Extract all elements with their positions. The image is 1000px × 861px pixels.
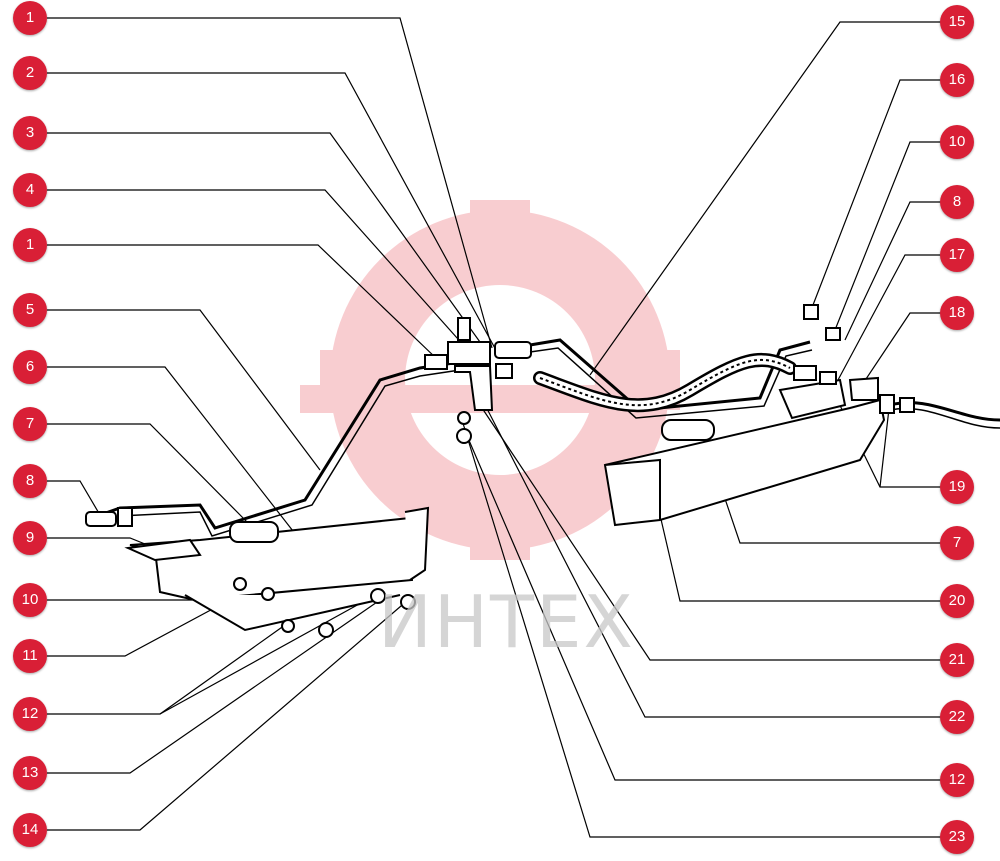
callout-left-5: 1 [13,228,47,262]
callout-right-7: 19 [940,470,974,504]
callout-left-3: 3 [13,116,47,150]
callout-right-8: 7 [940,526,974,560]
callout-left-2: 2 [13,56,47,90]
callout-left-6: 5 [13,293,47,327]
left-assembly [85,360,461,638]
callout-right-10: 21 [940,643,974,677]
callout-left-15: 14 [13,813,47,847]
center-fitting [424,317,532,444]
callout-left-10: 9 [13,521,47,555]
callout-left-13: 12 [13,697,47,731]
callout-left-8: 7 [13,407,47,441]
callout-right-3: 10 [940,125,974,159]
callout-right-9: 20 [940,584,974,618]
callout-right-11: 22 [940,700,974,734]
callout-left-14: 13 [13,756,47,790]
callout-left-1: 1 [13,1,47,35]
callout-left-9: 8 [13,464,47,498]
callout-right-5: 17 [940,238,974,272]
callout-right-1: 15 [940,5,974,39]
callout-left-12: 11 [13,639,47,673]
callout-right-2: 16 [940,63,974,97]
hoses [529,338,1000,429]
callout-left-7: 6 [13,350,47,384]
right-assembly [603,304,915,527]
callout-right-4: 8 [940,185,974,219]
callout-right-6: 18 [940,296,974,330]
callout-left-11: 10 [13,583,47,617]
callout-right-13: 23 [940,820,974,854]
callout-left-4: 4 [13,173,47,207]
callout-right-12: 12 [940,763,974,797]
watermark-text: ИНТЕХ [378,580,635,664]
